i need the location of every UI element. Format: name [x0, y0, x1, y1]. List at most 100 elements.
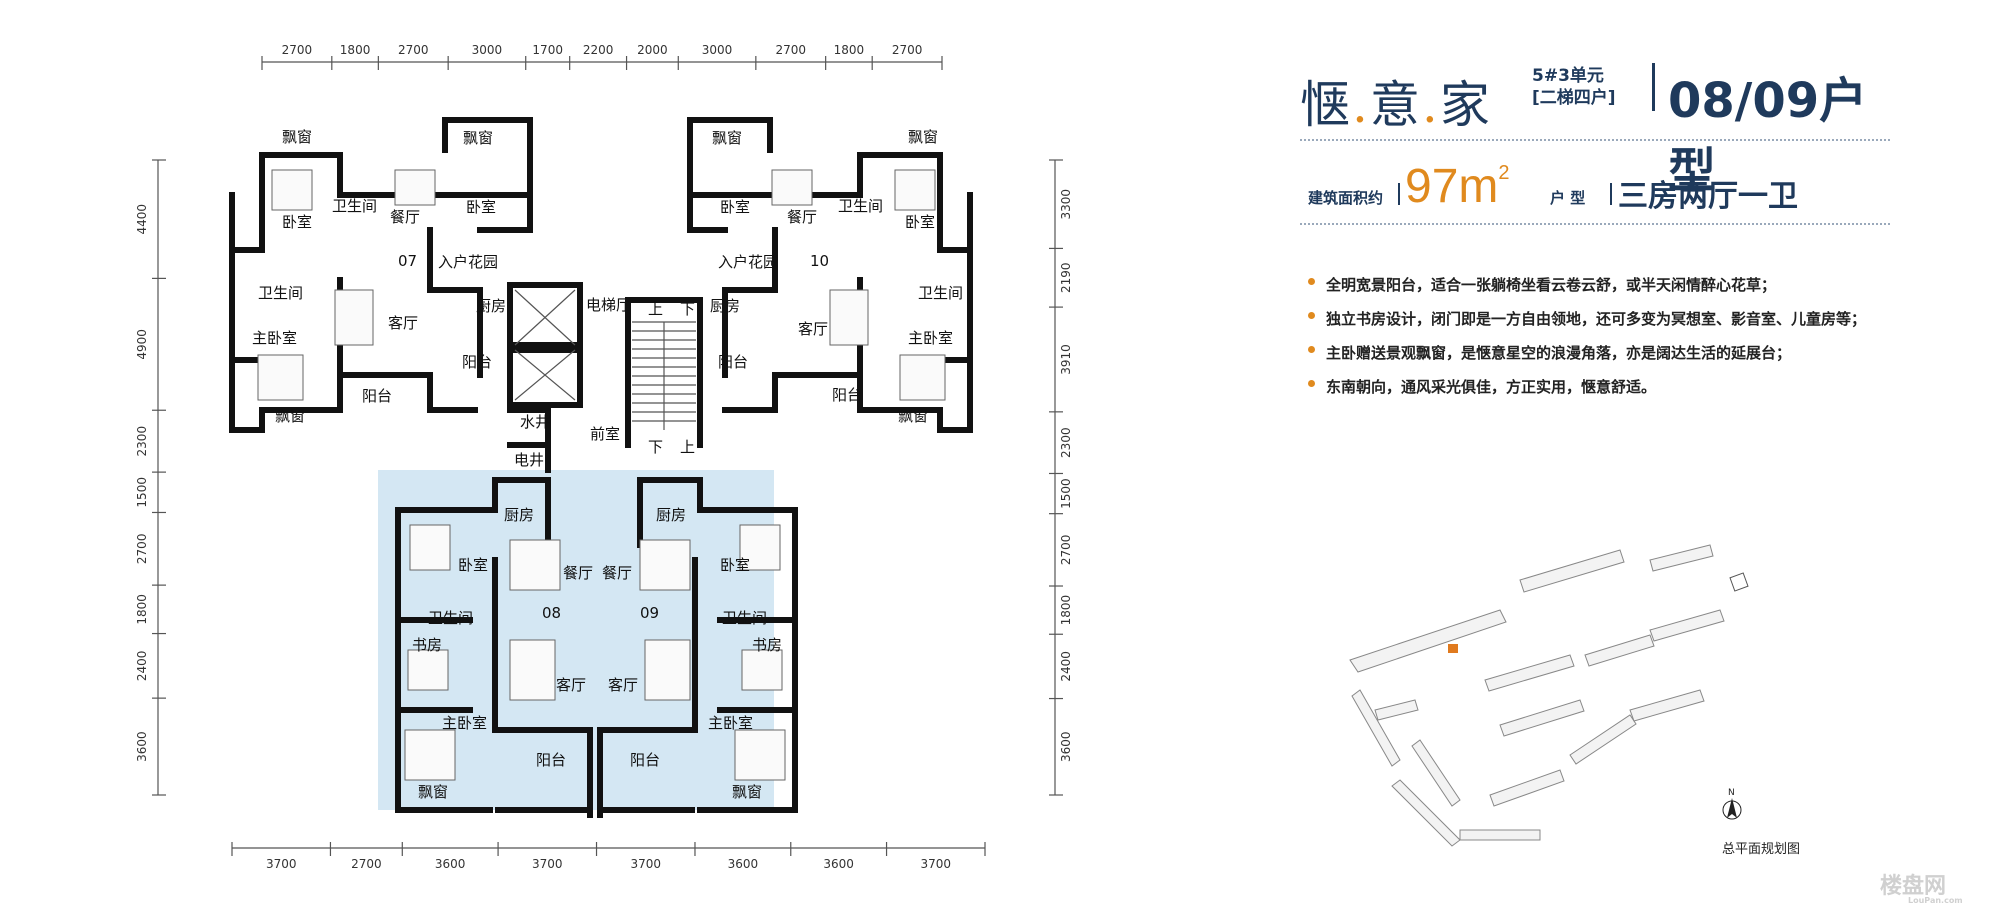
feature-text: 主卧赠送景观飘窗，是惬意星空的浪漫角落，亦是阔达生活的延展台； — [1326, 344, 1792, 362]
core — [507, 282, 703, 473]
label-bathroom: 卫生间 — [428, 609, 473, 627]
label-front-room: 前室 — [590, 425, 620, 443]
site-marker — [1729, 572, 1749, 592]
site-plan-caption: 总平面规划图 — [1722, 842, 1801, 857]
label-balcony: 阳台 — [832, 386, 862, 404]
site-plan: N — [1349, 544, 1749, 847]
label-bathroom: 卫生间 — [258, 284, 303, 302]
bottom-dim-label: 2700 — [351, 857, 382, 871]
unit-type-title: 08/09户型 — [1668, 73, 1868, 199]
left-dim-label: 2300 — [135, 426, 149, 457]
feature-item: 独立书房设计，闭门即是一方自由领地，还可多变为冥想室、影音室、儿童房等； — [1306, 309, 1956, 343]
label-bay-window: 飘窗 — [732, 783, 762, 801]
label-elevator-hall: 电梯厅 — [586, 296, 631, 314]
label-down: 下 — [680, 300, 695, 318]
label-dining: 餐厅 — [563, 564, 593, 582]
label-bedroom: 卧室 — [458, 556, 488, 574]
right-dim-label: 3600 — [1059, 731, 1073, 762]
unit-08 — [395, 477, 593, 818]
bottom-dim-label: 3700 — [630, 857, 661, 871]
label-bay-window: 飘窗 — [908, 128, 938, 146]
label-kitchen: 厨房 — [656, 506, 686, 524]
label-down: 下 — [648, 438, 663, 456]
left-dim-label: 3600 — [135, 731, 149, 762]
area-value: 97m2 — [1405, 159, 1510, 214]
unit-elevators: [二梯四户] — [1532, 88, 1616, 108]
label-kitchen: 厨房 — [504, 506, 534, 524]
bottom-dim-label: 3700 — [532, 857, 563, 871]
left-dim-label: 2700 — [135, 534, 149, 565]
bullet-icon — [1308, 312, 1315, 319]
right-dim-label: 1500 — [1059, 478, 1073, 509]
label-master: 主卧室 — [708, 714, 753, 732]
bottom-dim-label: 3600 — [728, 857, 759, 871]
label-study: 书房 — [752, 636, 782, 654]
label-living: 客厅 — [388, 314, 418, 332]
label-bedroom: 卧室 — [282, 213, 312, 231]
bottom-dim-label: 3600 — [823, 857, 854, 871]
label-entry-garden: 入户花园 — [438, 253, 498, 271]
label-balcony: 阳台 — [462, 353, 492, 371]
bullet-icon — [1308, 380, 1315, 387]
label-dining: 餐厅 — [602, 564, 632, 582]
left-dim-label: 1500 — [135, 477, 149, 508]
label-unit-08: 08 — [542, 604, 561, 622]
area-number: 97m — [1405, 160, 1499, 213]
label-bay-window: 飘窗 — [282, 128, 312, 146]
unit-building: 5#3单元 — [1532, 66, 1604, 86]
left-dim-label: 1800 — [135, 594, 149, 625]
top-dim-label: 1700 — [532, 43, 563, 57]
label-bedroom: 卧室 — [466, 198, 496, 216]
label-master: 主卧室 — [252, 329, 297, 347]
label-bay-window: 飘窗 — [463, 129, 493, 147]
label-dining: 餐厅 — [390, 208, 420, 226]
brand-dot: . — [1352, 76, 1370, 134]
label-master: 主卧室 — [442, 714, 487, 732]
brand-name: 惬.意.家 — [1300, 65, 1492, 137]
brand-dot: . — [1421, 76, 1440, 134]
bullet-icon — [1308, 346, 1315, 353]
top-dim-label: 2700 — [282, 43, 313, 57]
left-dim-label: 4400 — [135, 204, 149, 235]
bottom-dim-label: 3700 — [266, 857, 297, 871]
label-balcony: 阳台 — [536, 751, 566, 769]
right-dim-label: 3300 — [1059, 189, 1073, 220]
label-bedroom: 卧室 — [905, 213, 935, 231]
right-dim-label: 2700 — [1059, 535, 1073, 566]
label-entry-garden: 入户花园 — [718, 253, 778, 271]
top-dim-label: 2700 — [775, 43, 806, 57]
label-bathroom: 卫生间 — [722, 609, 767, 627]
feature-item: 东南朝向，通风采光俱佳，方正实用，惬意舒适。 — [1306, 377, 1956, 411]
label-bathroom: 卫生间 — [918, 284, 963, 302]
top-dim-label: 2700 — [892, 43, 923, 57]
label-kitchen: 厨房 — [710, 297, 740, 315]
bottom-dim-label: 3600 — [435, 857, 466, 871]
brand-char: 惬 — [1300, 76, 1352, 134]
watermark: 楼盘网 LouPan.com — [1880, 868, 1963, 905]
label-electric-well: 电井 — [514, 451, 544, 469]
top-dim-label: 2200 — [583, 43, 614, 57]
feature-item: 主卧赠送景观飘窗，是惬意星空的浪漫角落，亦是阔达生活的延展台； — [1306, 343, 1956, 377]
top-dim-label: 2700 — [398, 43, 429, 57]
bottom-dim-label: 3700 — [921, 857, 952, 871]
bottom-dimension-line: 3700 2700 3600 3700 3700 3600 3600 3700 — [231, 842, 986, 871]
brand-char: 意 — [1369, 76, 1422, 134]
type-label: 户 型 — [1550, 189, 1586, 207]
unit-10 — [687, 117, 973, 433]
type-value: 三房两厅一卫 — [1618, 179, 1798, 214]
watermark-text: 楼盘网 — [1880, 874, 1947, 899]
room-labels: 飘窗 飘窗 卧室 卧室 卫生间 餐厅 入户花园 卫生间 厨房 客厅 主卧室 阳台… — [252, 128, 963, 801]
label-master: 主卧室 — [908, 329, 953, 347]
divider — [1398, 183, 1400, 205]
dotted-divider — [1300, 223, 1890, 225]
label-bay-window: 飘窗 — [418, 783, 448, 801]
north-label: N — [1728, 788, 1735, 798]
label-up: 上 — [648, 300, 663, 318]
label-water-well: 水井 — [520, 413, 550, 431]
label-living: 客厅 — [608, 676, 638, 694]
dotted-divider — [1300, 139, 1890, 141]
top-dim-label: 3000 — [472, 43, 503, 57]
watermark-sub: LouPan.com — [1908, 896, 1963, 905]
